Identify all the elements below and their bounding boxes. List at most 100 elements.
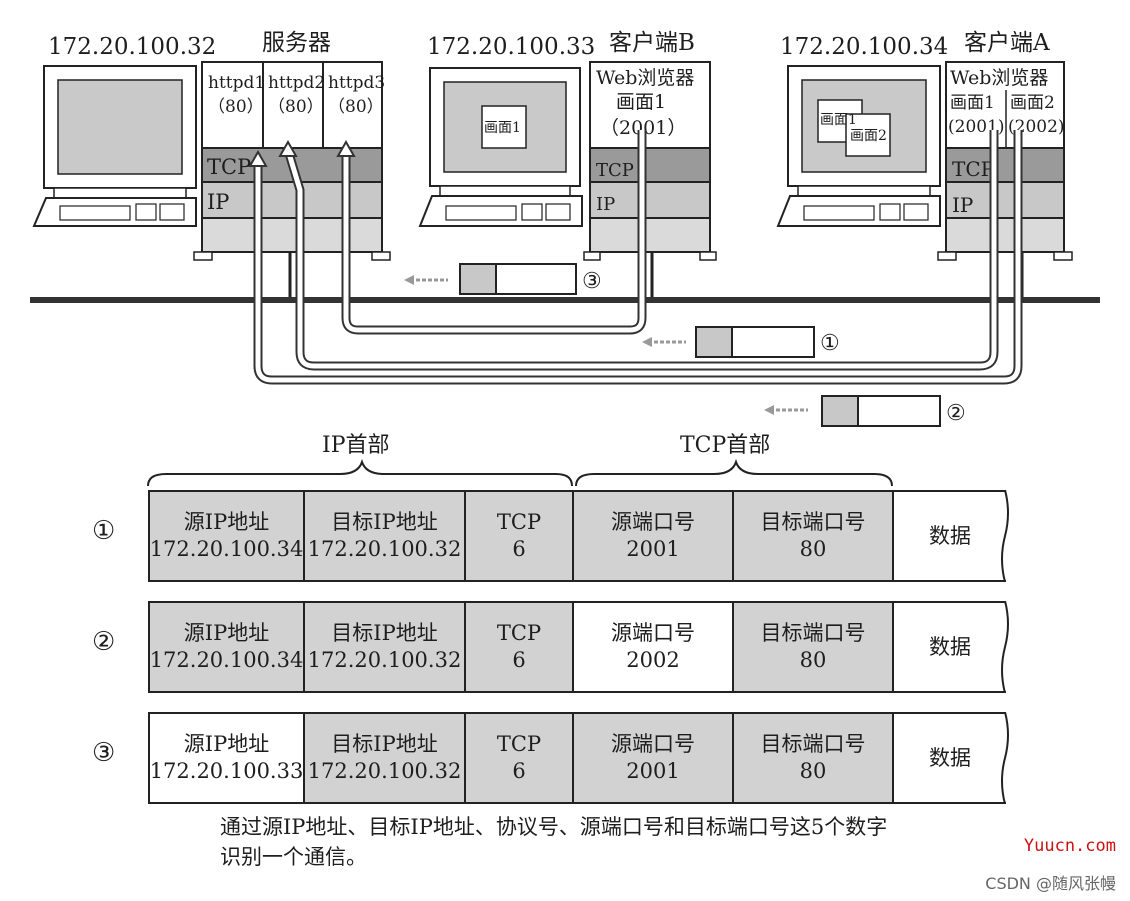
client-a-stack (937, 61, 1073, 261)
dst-ip-cell: 目标IP地址 172.20.100.32 (305, 490, 466, 582)
src-port-label: 源端口号 (611, 621, 695, 645)
client-a-window-1: 画面1 (950, 93, 995, 113)
packet-marker-1: ① (820, 331, 840, 356)
src-port-cell: 源端口号 2001 (574, 712, 734, 804)
client-b-port: （2001） (600, 117, 686, 139)
dst-ip-label: 目标IP地址 (331, 621, 438, 645)
data-label: 数据 (929, 523, 971, 548)
network-bus (30, 297, 1100, 303)
client-b-ip-label: 172.20.100.33 (427, 34, 595, 60)
proto-value: 6 (512, 759, 526, 783)
ip-header-brace (147, 458, 573, 487)
dst-ip-value: 172.20.100.32 (307, 648, 462, 672)
dst-ip-value: 172.20.100.32 (307, 759, 462, 783)
src-port-value: 2001 (626, 537, 680, 561)
src-ip-cell: 源IP地址 172.20.100.33 (148, 712, 305, 804)
server-title: 服务器 (262, 30, 331, 56)
proto-cell: TCP 6 (466, 490, 574, 582)
computer-icon (418, 67, 583, 227)
packet-marker-2: ② (946, 401, 966, 426)
proto-value: 6 (512, 648, 526, 672)
connection-path-3 (341, 130, 647, 335)
client-a-browser: Web浏览器 (950, 67, 1048, 89)
torn-edge-icon (1001, 490, 1009, 582)
packet-icon (642, 326, 815, 358)
proto-label: TCP (496, 732, 542, 756)
caption-line-1: 通过源IP地址、目标IP地址、协议号、源端口号和目标端口号这5个数字 (220, 815, 888, 839)
data-label: 数据 (929, 634, 971, 659)
dst-ip-label: 目标IP地址 (331, 510, 438, 534)
arrowhead-icon (336, 139, 356, 157)
ip-header-label: IP首部 (322, 433, 390, 458)
data-label: 数据 (929, 745, 971, 770)
client-a-ip-label: 172.20.100.34 (780, 34, 948, 60)
client-b-browser: Web浏览器 (596, 67, 694, 89)
torn-edge-icon (1001, 601, 1009, 693)
dst-port-value: 80 (799, 648, 827, 672)
dst-port-value: 80 (799, 537, 827, 561)
computer-icon (776, 65, 941, 227)
packet-icon (764, 395, 941, 427)
dst-port-label: 目标端口号 (760, 732, 866, 756)
client-a-screen-window-2: 画面2 (850, 128, 887, 144)
client-a-title: 客户端A (964, 30, 1050, 56)
torn-edge-icon (1001, 712, 1009, 804)
row-number: ① (92, 516, 116, 546)
client-b-ip-label: IP (596, 194, 615, 215)
data-cell: 数据 (894, 712, 1006, 804)
client-a-screen-window-1: 画面1 (820, 112, 857, 128)
packet-icon (404, 263, 577, 295)
src-port-label: 源端口号 (611, 510, 695, 534)
client-a-window-2: 画面2 (1010, 93, 1055, 113)
caption: 通过源IP地址、目标IP地址、协议号、源端口号和目标端口号这5个数字 识别一个通… (220, 812, 887, 872)
data-cell: 数据 (894, 490, 1006, 582)
caption-line-2: 识别一个通信。 (220, 845, 367, 869)
dst-ip-cell: 目标IP地址 172.20.100.32 (305, 601, 466, 693)
httpd3-port: （80） (328, 97, 384, 117)
client-b-title: 客户端B (609, 30, 695, 56)
src-ip-cell: 源IP地址 172.20.100.34 (148, 601, 305, 693)
tcp-header-brace (575, 458, 893, 487)
httpd2-label: httpd2 (268, 73, 325, 93)
src-ip-value: 172.20.100.34 (149, 648, 304, 672)
proto-label: TCP (496, 510, 542, 534)
src-ip-label: 源IP地址 (183, 732, 270, 756)
data-cell: 数据 (894, 601, 1006, 693)
computer-icon (32, 65, 197, 227)
src-port-value: 2001 (626, 759, 680, 783)
src-port-label: 源端口号 (611, 732, 695, 756)
server-ip-layer-label: IP (207, 190, 229, 214)
tcp-header-label: TCP首部 (680, 433, 770, 458)
src-ip-label: 源IP地址 (183, 621, 270, 645)
src-port-cell: 源端口号 2001 (574, 490, 734, 582)
dst-port-cell: 目标端口号 80 (734, 490, 894, 582)
client-a-tcp-label: TCP (952, 157, 994, 181)
connection-path-2 (253, 130, 1023, 385)
server-tcp-label: TCP (207, 155, 251, 179)
proto-label: TCP (496, 621, 542, 645)
connection-path-1 (283, 130, 999, 371)
src-port-value: 2002 (626, 648, 680, 672)
dst-port-cell: 目标端口号 80 (734, 601, 894, 693)
arrowhead-icon (248, 149, 268, 167)
author-watermark: CSDN @随风张幔 (985, 874, 1116, 893)
server-ip-label: 172.20.100.32 (48, 34, 216, 60)
proto-value: 6 (512, 537, 526, 561)
dst-port-label: 目标端口号 (760, 621, 866, 645)
site-watermark: Yuucn.com (1023, 836, 1116, 856)
dst-ip-label: 目标IP地址 (331, 732, 438, 756)
row-number: ③ (92, 738, 116, 768)
client-b-tcp-label: TCP (596, 160, 634, 181)
httpd1-label: httpd1 (208, 73, 265, 93)
dst-ip-value: 172.20.100.32 (307, 537, 462, 561)
httpd1-port: （80） (208, 97, 264, 117)
src-ip-value: 172.20.100.33 (149, 759, 304, 783)
client-b-stack (583, 61, 717, 261)
src-port-cell: 源端口号 2002 (574, 601, 734, 693)
proto-cell: TCP 6 (466, 601, 574, 693)
httpd3-label: httpd3 (328, 73, 385, 93)
dst-port-label: 目标端口号 (760, 510, 866, 534)
